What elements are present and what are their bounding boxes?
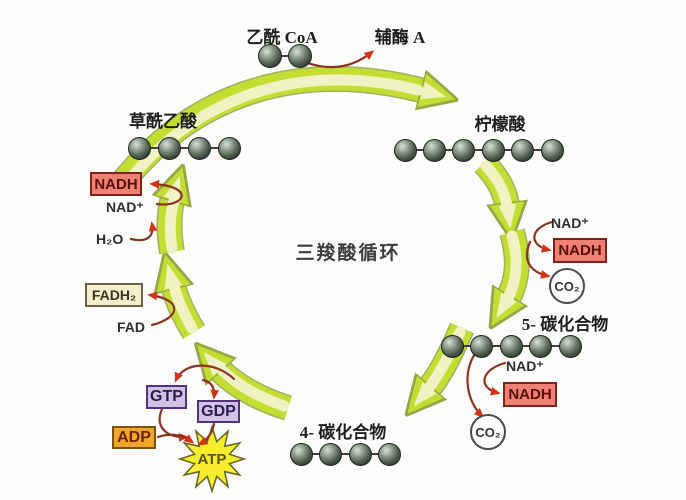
atp-starburst xyxy=(177,424,247,494)
carbon-ball xyxy=(378,442,401,466)
carbon-ball xyxy=(393,138,417,162)
arrow-gtp-gdp-link xyxy=(201,378,220,400)
carbon-ball xyxy=(481,138,505,162)
oxaloacetate-label: 草酰乙酸 xyxy=(129,112,197,131)
carbon-bond xyxy=(405,148,435,152)
fad-label: FAD xyxy=(117,319,145,335)
carbon-bond xyxy=(270,54,300,58)
carbon-bond xyxy=(301,452,331,456)
acetyl-coa-label: 乙酰 CoA xyxy=(246,28,318,47)
co2-circle-lower: CO₂ xyxy=(470,414,506,450)
arrow-gdp-to-atp xyxy=(197,422,216,446)
nadh-box-right-lower: NADH xyxy=(503,382,557,407)
arrow-fad-to-fadh2 xyxy=(147,291,176,327)
arrow-nad-to-nadh-right-upper xyxy=(533,220,554,253)
carbon-bond xyxy=(139,146,169,150)
carbon-bond xyxy=(493,148,523,152)
arrow-adp-to-atp xyxy=(156,433,195,444)
water-label: H₂O xyxy=(96,231,124,247)
carbon-ball xyxy=(157,136,181,160)
carbon-bond xyxy=(511,344,541,348)
carbon-ball xyxy=(348,442,372,466)
carbon-bond xyxy=(199,146,229,150)
carbon-ball xyxy=(511,138,535,162)
cycle-arrow-left-mid xyxy=(172,282,206,339)
carbon-bond xyxy=(434,148,464,152)
nadh-box-left: NADH xyxy=(90,172,142,196)
gtp-box: GTP xyxy=(146,385,187,409)
carbon-ball xyxy=(452,138,476,162)
carbon-bond xyxy=(169,146,199,150)
coenzyme-a-label: 辅酶 A xyxy=(374,28,426,47)
five-carbon-label: 5- 碳化合物 xyxy=(521,315,609,334)
cycle-arrow-right-1 xyxy=(474,154,508,210)
carbon-ball xyxy=(258,44,282,68)
nad-plus-label-right-upper: NAD⁺ xyxy=(551,215,589,231)
nad-plus-label-right-lower: NAD⁺ xyxy=(506,358,544,374)
carbon-ball xyxy=(217,136,241,160)
carbon-bond xyxy=(463,148,494,152)
carbon-ball xyxy=(187,136,211,160)
cycle-arrow-right-2 xyxy=(506,228,530,302)
citrate-label: 柠檬酸 xyxy=(474,115,526,134)
gdp-box: GDP xyxy=(197,400,240,423)
fadh2-box: FADH₂ xyxy=(85,283,143,307)
carbon-bond xyxy=(452,344,482,348)
carbon-bond xyxy=(522,148,552,152)
nad-plus-label-left: NAD⁺ xyxy=(106,199,144,215)
carbon-ball xyxy=(470,334,493,358)
carbon-ball xyxy=(289,442,313,466)
arrow-acetyl-to-coa xyxy=(303,50,375,69)
adp-box: ADP xyxy=(112,426,156,449)
arrow-nad-to-nadh-left xyxy=(149,179,183,206)
carbon-ball xyxy=(529,334,552,358)
atp-label: ATP xyxy=(197,451,227,468)
carbon-ball xyxy=(540,138,564,162)
carbon-ball xyxy=(499,334,523,358)
co2-circle-upper: CO₂ xyxy=(549,268,585,304)
carbon-ball xyxy=(422,138,446,162)
carbon-ball xyxy=(319,442,342,466)
cycle-arrow-left-top xyxy=(170,194,175,255)
carbon-ball xyxy=(127,136,151,160)
carbon-bond xyxy=(540,344,570,348)
arrow-water-in xyxy=(129,221,158,242)
carbon-bond xyxy=(360,452,390,456)
carbon-ball xyxy=(440,334,464,358)
arrow-nad-to-nadh-right-lower xyxy=(483,361,507,396)
arrow-co2-out-upper xyxy=(525,240,551,279)
carbon-bond xyxy=(481,344,511,348)
arrow-co2-out-lower xyxy=(466,348,485,418)
carbon-ball xyxy=(288,44,312,68)
carbon-bond xyxy=(330,452,360,456)
nadh-box-right-upper: NADH xyxy=(553,238,607,263)
arrow-cycle-to-gtp xyxy=(174,364,236,383)
arrow-gtp-to-atp xyxy=(158,407,189,442)
cycle-title: 三羧酸循环 xyxy=(295,243,401,264)
four-carbon-label: 4- 碳化合物 xyxy=(299,423,387,442)
carbon-ball xyxy=(558,334,582,358)
